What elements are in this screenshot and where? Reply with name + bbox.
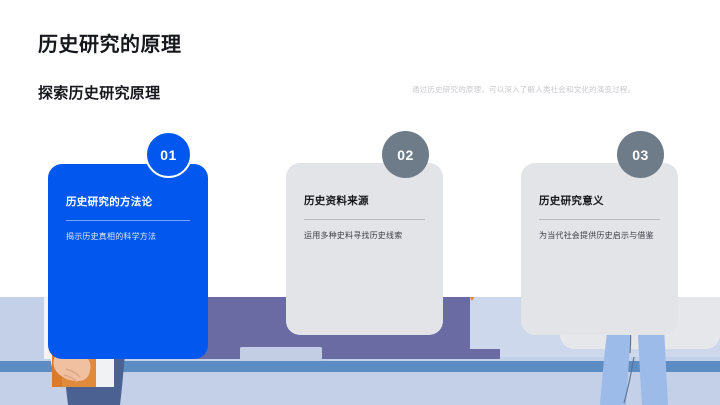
feature-card-2[interactable]: 历史资料来源 运用多种史料寻找历史线索: [286, 163, 443, 335]
card-divider: [304, 218, 425, 220]
page-title: 历史研究的原理: [38, 34, 182, 56]
card-description: 为当代社会提供历史启示与借鉴: [539, 230, 654, 240]
card-badge-2: 02: [382, 131, 429, 178]
card-title: 历史资料来源: [304, 195, 369, 207]
card-badge-3: 03: [617, 131, 664, 178]
page-subtitle: 探索历史研究原理: [38, 85, 161, 102]
card-title: 历史研究的方法论: [66, 196, 153, 208]
page-description: 通过历史研究的原理，可以深入了解人类社会和文化的演变过程。: [412, 85, 636, 94]
card-description: 运用多种史料寻找历史线索: [304, 230, 403, 240]
card-content: 历史资料来源 运用多种史料寻找历史线索: [286, 163, 443, 241]
feature-card-3[interactable]: 历史研究意义 为当代社会提供历史启示与借鉴: [521, 163, 678, 335]
feature-card-1[interactable]: 历史研究的方法论 揭示历史真相的科学方法: [48, 164, 208, 359]
card-divider: [66, 219, 190, 221]
card-divider: [539, 218, 660, 220]
card-content: 历史研究的方法论 揭示历史真相的科学方法: [48, 164, 208, 242]
card-badge-1: 01: [145, 131, 192, 178]
card-description: 揭示历史真相的科学方法: [66, 231, 157, 241]
card-content: 历史研究意义 为当代社会提供历史启示与借鉴: [521, 163, 678, 241]
card-title: 历史研究意义: [539, 195, 604, 207]
